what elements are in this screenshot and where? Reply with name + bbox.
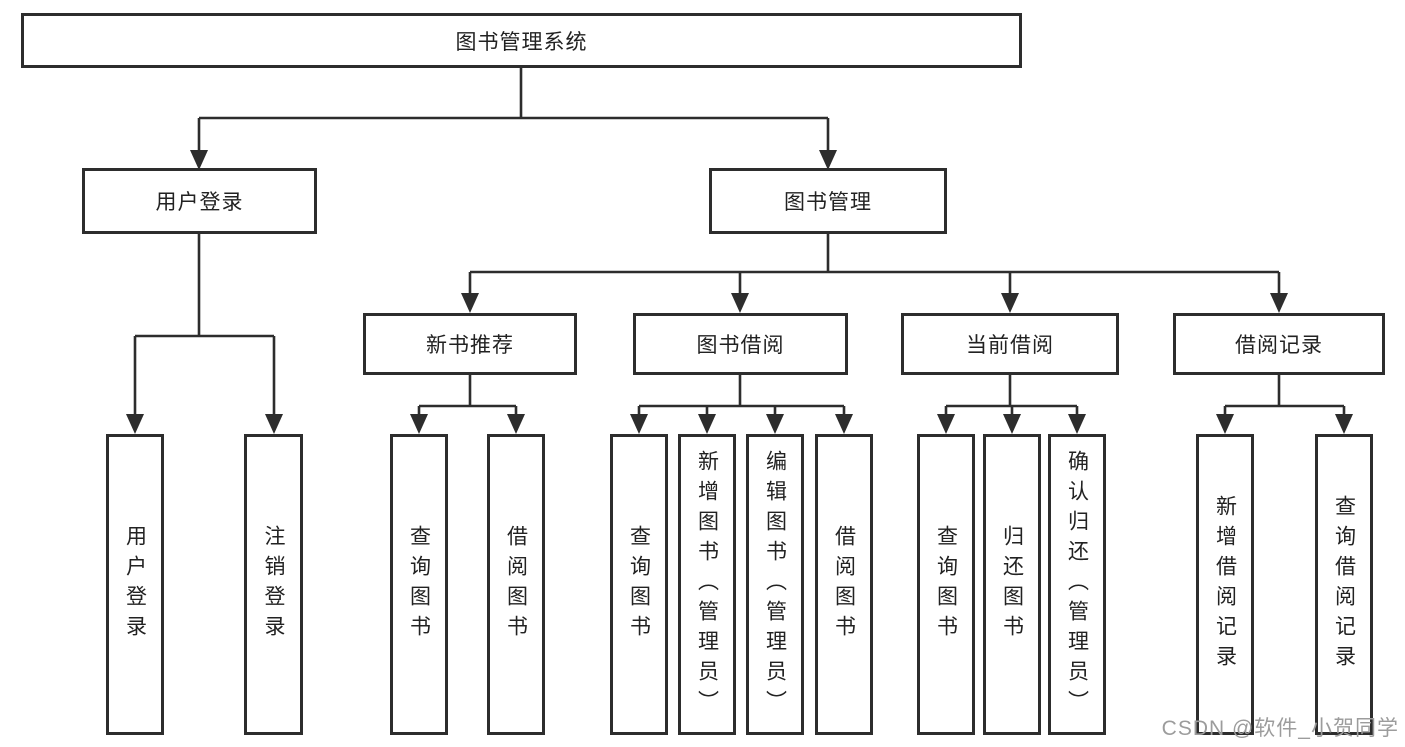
connector-book-mgmt <box>461 234 1288 313</box>
csdn-watermark: CSDN @软件_小贺同学 <box>1161 717 1399 740</box>
node-leaf-add-book: 新增图书（管理员） <box>678 434 736 735</box>
node-leaf-logout: 注销登录 <box>244 434 303 735</box>
connector-current-borrow <box>937 375 1086 434</box>
node-user-login: 用户登录 <box>82 168 317 234</box>
node-leaf-add-borrow-record: 新增借阅记录 <box>1196 434 1254 735</box>
node-borrow-records: 借阅记录 <box>1173 313 1385 375</box>
node-leaf-confirm-return: 确认归还（管理员） <box>1048 434 1106 735</box>
connector-borrow-records <box>1216 375 1353 434</box>
node-leaf-return-book: 归还图书 <box>983 434 1041 735</box>
connector-root <box>190 68 837 170</box>
connector-new-book-rec <box>410 375 525 434</box>
node-leaf-query-book-borrow: 查询图书 <box>610 434 668 735</box>
node-leaf-query-borrow-record: 查询借阅记录 <box>1315 434 1373 735</box>
node-leaf-edit-book: 编辑图书（管理员） <box>746 434 804 735</box>
node-book-borrow: 图书借阅 <box>633 313 848 375</box>
node-leaf-query-book-current: 查询图书 <box>917 434 975 735</box>
node-current-borrow: 当前借阅 <box>901 313 1119 375</box>
node-root: 图书管理系统 <box>21 13 1022 68</box>
node-leaf-query-book-rec: 查询图书 <box>390 434 448 735</box>
node-leaf-user-login: 用户登录 <box>106 434 164 735</box>
node-leaf-borrow-book-rec: 借阅图书 <box>487 434 545 735</box>
node-leaf-borrow-book-borrow: 借阅图书 <box>815 434 873 735</box>
node-new-book-rec: 新书推荐 <box>363 313 577 375</box>
connector-book-borrow <box>630 375 853 434</box>
node-book-mgmt: 图书管理 <box>709 168 947 234</box>
connector-user-login <box>126 234 283 434</box>
